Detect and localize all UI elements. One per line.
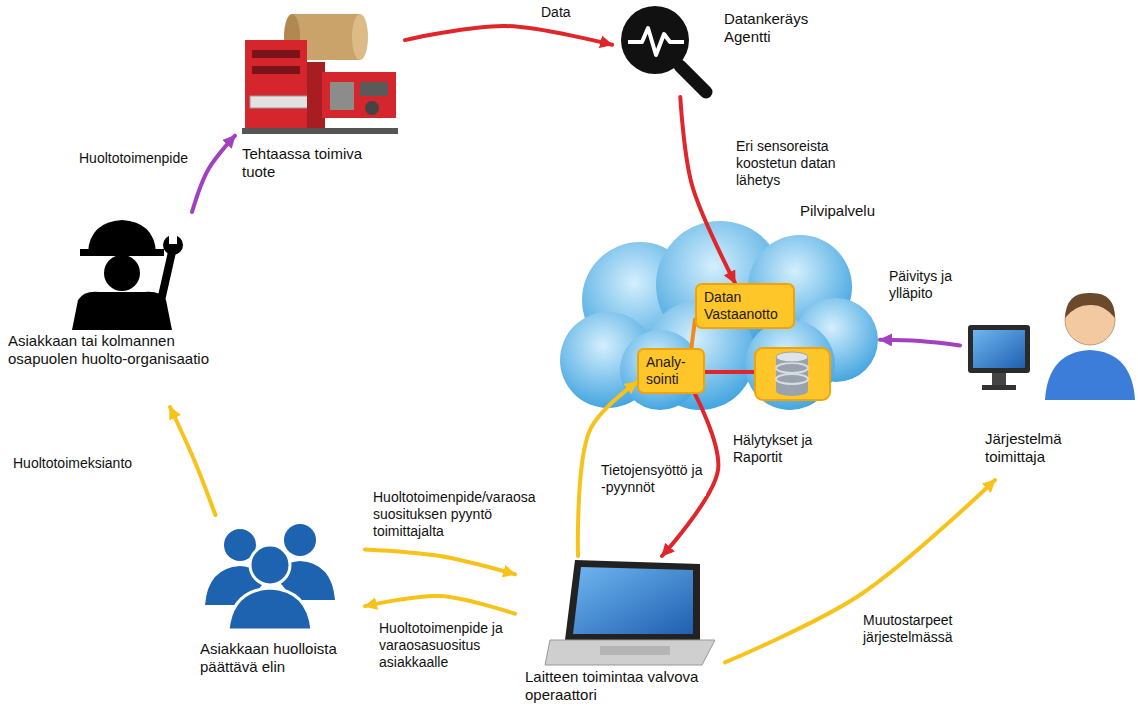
product-node: Tehtaassa toimiva tuote — [235, 5, 405, 200]
node-text: Tehtaassa toimiva tuote — [242, 145, 370, 181]
laptop-icon-part — [565, 560, 700, 640]
factory-machine-part — [252, 66, 300, 74]
magnifier-icon-part — [628, 28, 684, 55]
actor-node: Asiakkaan huolloista päättävä elin — [195, 515, 365, 687]
factory-machine-part — [242, 128, 398, 134]
supplier-person-icon-part — [973, 330, 1025, 368]
decision-group-icon-part — [228, 588, 312, 630]
maintenance-worker-icon-part — [169, 232, 177, 244]
caption: Pilvipalvelu — [800, 202, 875, 220]
flow-arrow — [365, 549, 515, 574]
decision-group-icon — [205, 524, 335, 630]
factory-machine-part — [322, 72, 396, 118]
factory-machine-part — [330, 82, 354, 110]
node-text: Datan Vastaanotto — [704, 289, 786, 323]
edge-label: Tietojensyöttö ja -pyynnöt — [600, 462, 706, 496]
database-icon-part — [776, 374, 808, 384]
node-text: Analy- sointi — [646, 354, 696, 388]
factory-machine — [242, 14, 398, 134]
maintenance-worker-icon-part — [160, 252, 172, 305]
flow-arrow — [192, 136, 235, 212]
node-text: Järjestelmä toimittaja — [985, 430, 1095, 466]
node-text: Pilvipalvelu — [800, 202, 875, 220]
maintenance-worker-icon — [72, 220, 183, 330]
supplier-person-icon-part — [1065, 293, 1115, 318]
actor-node: Järjestelmä toimittaja — [960, 285, 1135, 480]
supplier-person-icon-part — [1045, 350, 1135, 400]
caption: Laitteen toimintaa valvova operaattori — [525, 668, 703, 704]
edge-label: Huoltotoimenpide/varaosa suosituksen pyy… — [372, 489, 559, 539]
caption: Datankeräys Agentti — [724, 10, 816, 46]
flow-arrow — [405, 26, 612, 45]
database-icon-part — [776, 386, 808, 396]
caption: Tehtaassa toimiva tuote — [242, 145, 370, 181]
actor-node: Asiakkaan tai kolmannen osapuolen huolto… — [5, 212, 225, 407]
database-icon-part — [776, 352, 808, 362]
factory-machine-part — [365, 101, 379, 115]
cloud-node: Datan VastaanottoAnaly- sointi Pilvipalve… — [560, 200, 880, 415]
maintenance-worker-icon-part — [88, 220, 156, 252]
node-text: Laitteen toimintaa valvova operaattori — [525, 668, 703, 704]
edge-label: Data — [540, 4, 602, 21]
magnifier-icon — [621, 6, 706, 92]
supplier-person-icon-part — [992, 373, 1006, 385]
factory-machine-part — [250, 96, 310, 108]
decision-group-icon-part — [250, 545, 290, 585]
database-icon-part — [755, 348, 830, 400]
database-icon — [755, 348, 830, 400]
maintenance-worker-icon-part — [104, 255, 140, 291]
process-box: Analy- sointi — [637, 348, 705, 394]
caption: Järjestelmä toimittaja — [985, 430, 1095, 466]
factory-machine-part — [360, 82, 388, 96]
edge-label: Muutostarpeet järjestelmässä — [862, 612, 974, 646]
caption: Asiakkaan tai kolmannen osapuolen huolto… — [8, 332, 222, 368]
caption: Asiakkaan huolloista päättävä elin — [200, 640, 360, 676]
flow-arrow — [725, 480, 995, 662]
node-text: Asiakkaan tai kolmannen osapuolen huolto… — [8, 332, 222, 368]
edge-label: Huoltotoimeksianto — [12, 455, 154, 472]
process-box: Datan Vastaanotto — [695, 283, 795, 329]
supplier-person-icon-part — [968, 325, 1030, 373]
edge-label: Huoltotoimenpide — [78, 150, 205, 167]
laptop-icon — [545, 560, 715, 665]
laptop-icon-part — [600, 646, 670, 655]
agent-node: Datankeräys Agentti — [612, 2, 819, 97]
node-text: Asiakkaan huolloista päättävä elin — [200, 640, 360, 676]
supplier-person-icon-part — [982, 385, 1016, 390]
factory-machine-part — [245, 40, 307, 132]
edge-label: Huoltotoimenpide ja varaosasuositus asia… — [378, 620, 515, 670]
flow-arrow — [680, 97, 735, 283]
edge-label: Eri sensoreista koostetun datan lähetys — [735, 138, 867, 188]
database-icon-part — [776, 363, 808, 373]
flow-arrow — [880, 340, 960, 346]
cloud-shape-part — [745, 320, 835, 410]
flow-arrow — [170, 407, 215, 515]
edge-label: Hälytykset ja Raportit — [732, 432, 834, 466]
maintenance-worker-icon-part — [80, 249, 164, 256]
factory-machine-part — [352, 14, 368, 60]
magnifier-icon-part — [621, 6, 689, 74]
laptop-icon-part — [545, 640, 715, 665]
flow-arrow — [365, 596, 515, 614]
node-text: Datankeräys Agentti — [724, 10, 816, 46]
factory-machine-part — [252, 50, 300, 58]
maintenance-worker-icon-part — [72, 292, 172, 330]
edge-label: Päivitys ja ylläpito — [888, 268, 970, 302]
supplier-person-icon — [968, 293, 1135, 400]
magnifier-icon-part — [680, 66, 706, 92]
operator-node: Laitteen toimintaa valvova operaattori — [515, 556, 725, 708]
decision-group-icon-part — [284, 524, 316, 556]
laptop-icon-part — [573, 567, 693, 634]
